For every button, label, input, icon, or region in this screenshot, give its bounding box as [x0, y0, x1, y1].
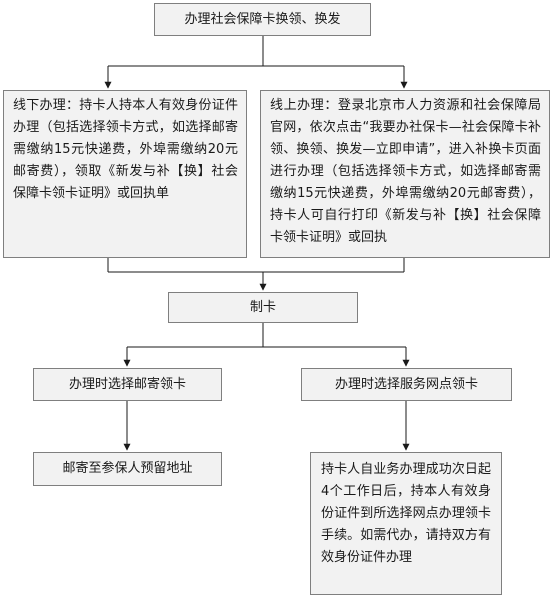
start-box: 办理社会保障卡换领、换发 — [154, 3, 371, 36]
outlet-result-box: 持卡人自业务办理成功次日起4个工作日后，持本人有效身份证件到所选择网点办理领卡手… — [310, 452, 502, 595]
make-card-label: 制卡 — [249, 299, 276, 315]
offline-box: 线下办理：持卡人持本人有效身份证件办理（包括选择领卡方式，如选择邮寄需缴纳15元… — [3, 90, 247, 258]
mail-result-box: 邮寄至参保人预留地址 — [33, 452, 222, 486]
mail-result-label: 邮寄至参保人预留地址 — [62, 461, 193, 476]
online-box: 线上办理：登录北京市人力资源和社会保障局官网，依次点击“我要办社保卡—社会保障卡… — [260, 90, 550, 258]
online-text: 线上办理：登录北京市人力资源和社会保障局官网，依次点击“我要办社保卡—社会保障卡… — [270, 98, 541, 245]
offline-text: 线下办理：持卡人持本人有效身份证件办理（包括选择领卡方式，如选择邮寄需缴纳15元… — [13, 98, 238, 201]
start-label: 办理社会保障卡换领、换发 — [184, 11, 341, 27]
mail-choice-label: 办理时选择邮寄领卡 — [68, 376, 186, 392]
make-card-box: 制卡 — [168, 292, 358, 323]
outlet-choice-label: 办理时选择服务网点领卡 — [334, 376, 478, 392]
outlet-result-text: 持卡人自业务办理成功次日起4个工作日后，持本人有效身份证件到所选择网点办理领卡手… — [321, 462, 491, 565]
mail-choice-box: 办理时选择邮寄领卡 — [33, 368, 222, 401]
outlet-choice-box: 办理时选择服务网点领卡 — [301, 368, 512, 401]
